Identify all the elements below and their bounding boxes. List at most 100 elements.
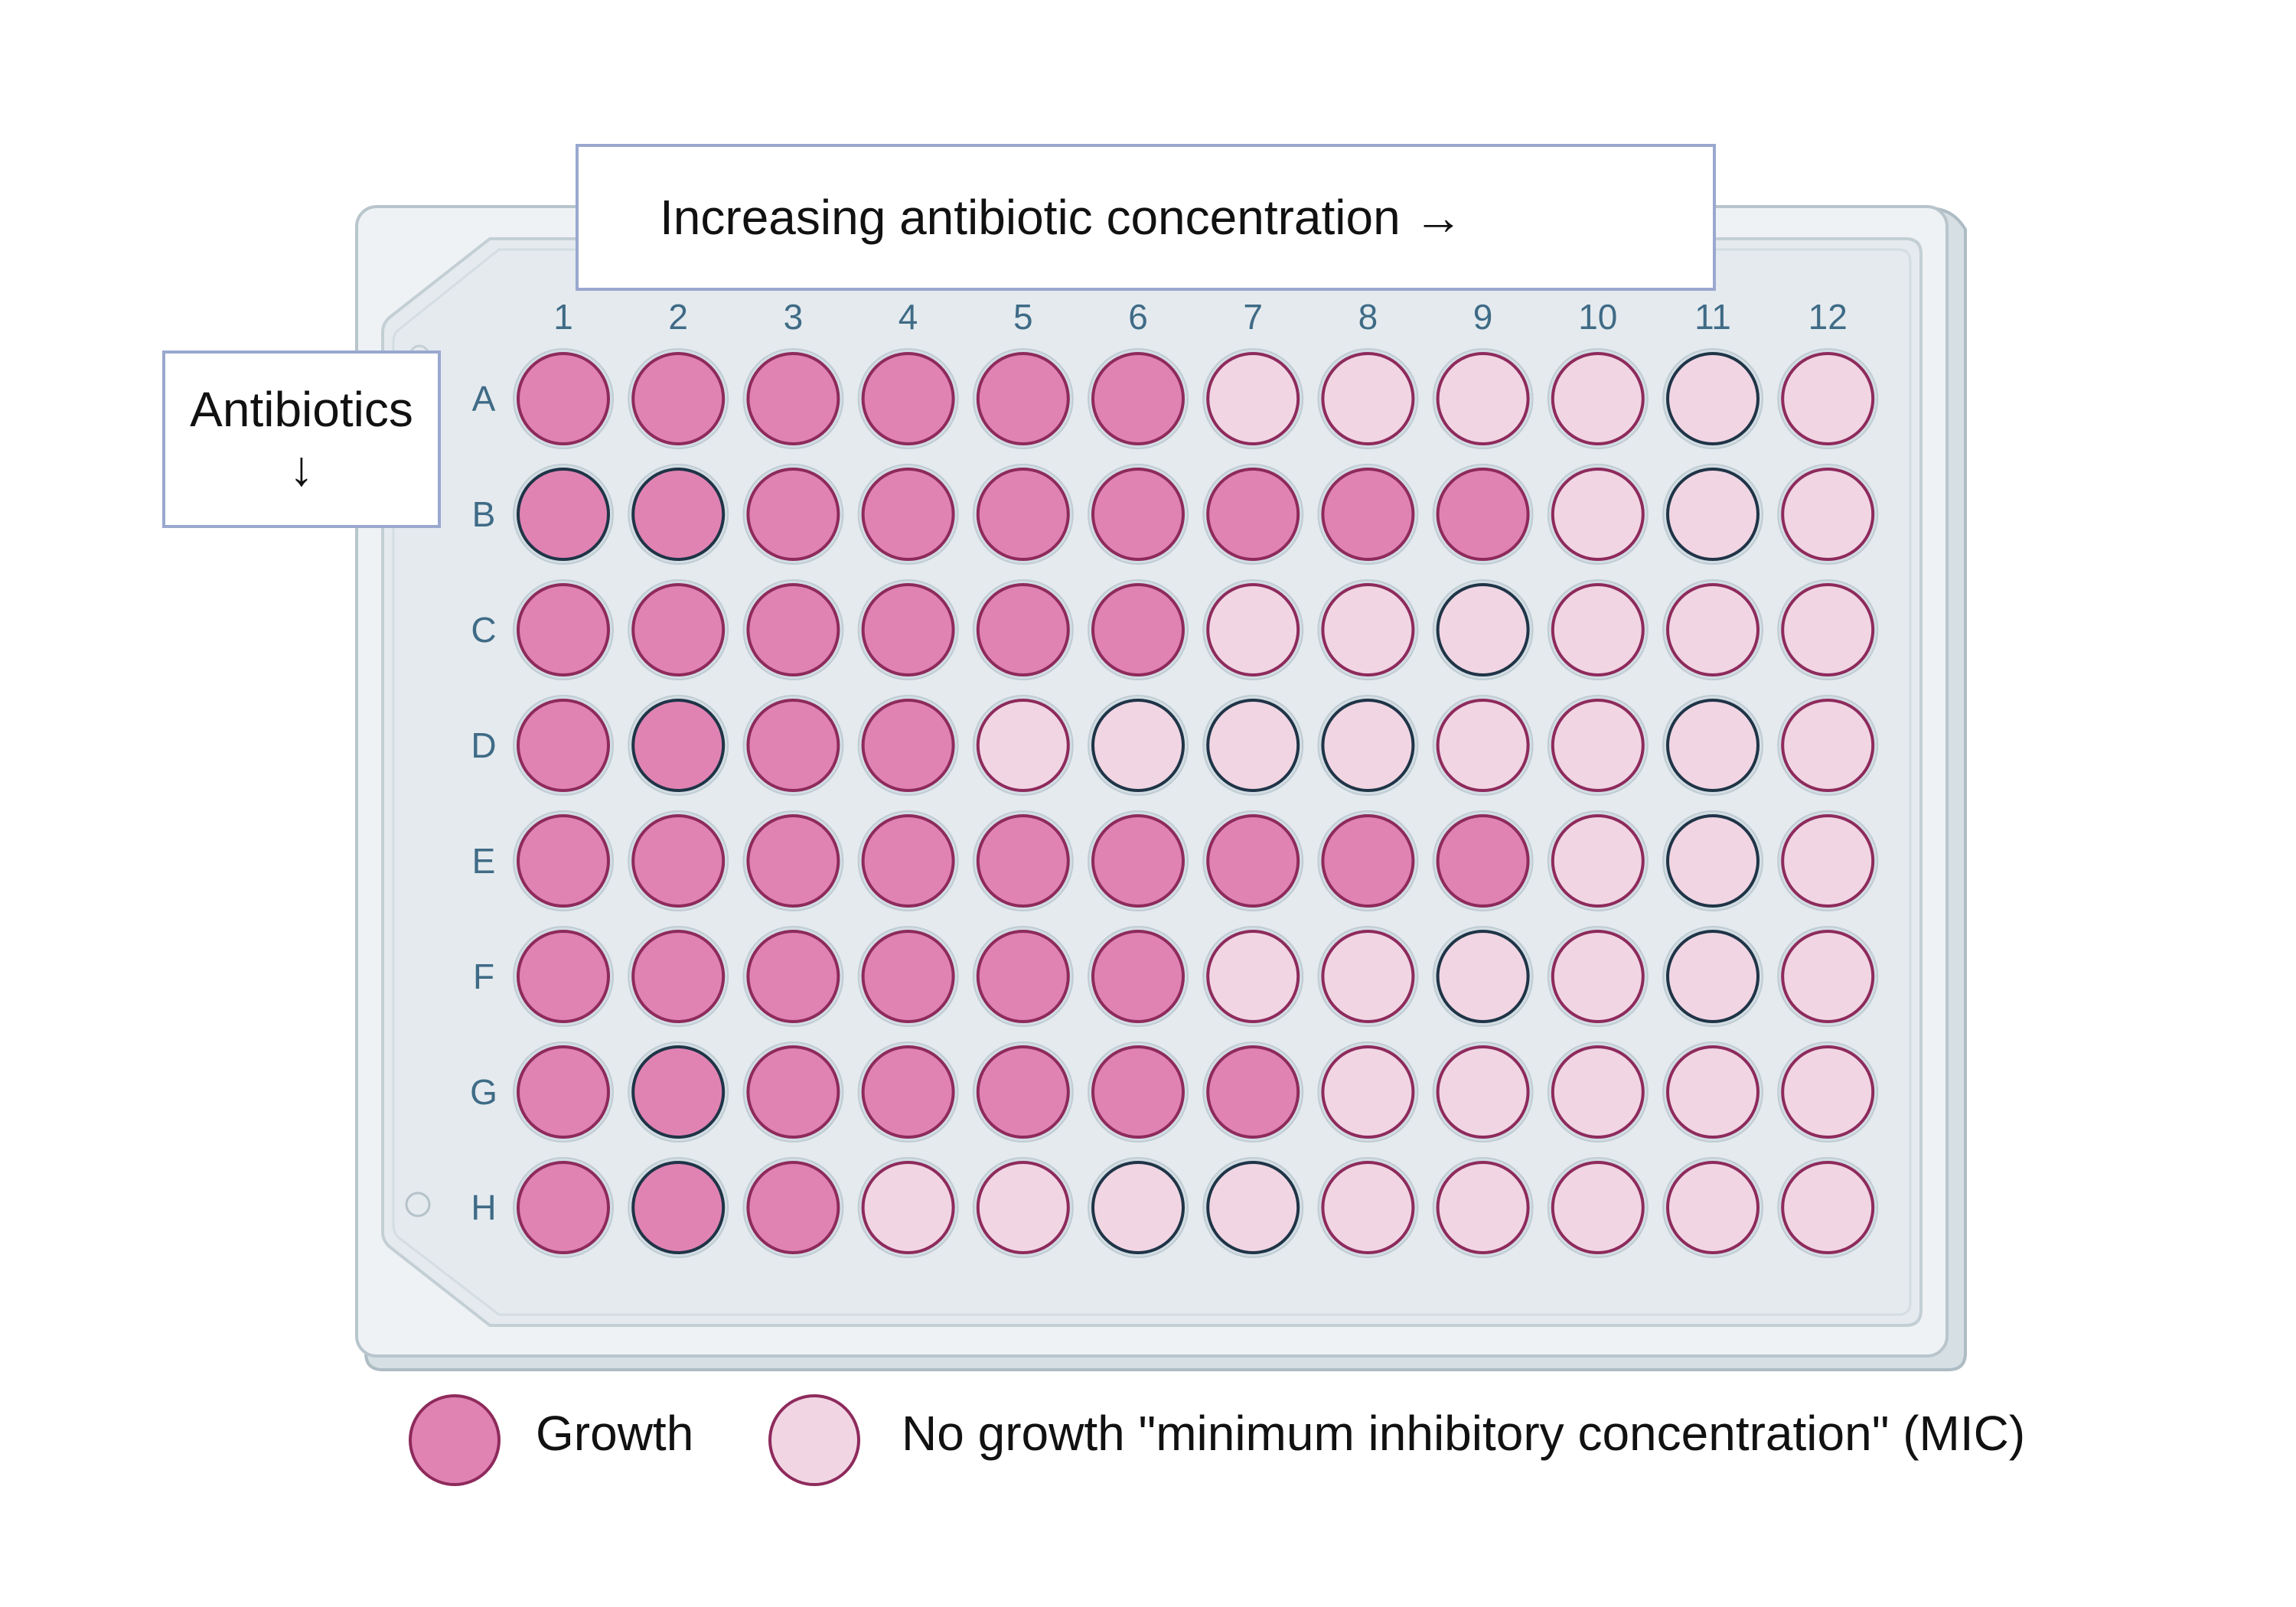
down-arrow-icon: ↓ bbox=[289, 441, 314, 496]
concentration-label-box: Increasing antibiotic concentration → bbox=[576, 144, 1716, 291]
plate-inner-rim bbox=[392, 248, 1912, 1316]
well-F11 bbox=[1666, 930, 1760, 1023]
well-D3 bbox=[746, 699, 840, 792]
row-header-A: A bbox=[472, 379, 496, 419]
well-G7 bbox=[1206, 1045, 1300, 1139]
well-E12 bbox=[1781, 814, 1875, 908]
legend-no-growth-swatch bbox=[768, 1394, 860, 1486]
legend-growth-circle bbox=[409, 1394, 501, 1486]
well-C5 bbox=[976, 583, 1070, 676]
well-A7 bbox=[1206, 352, 1300, 445]
well-E9 bbox=[1436, 814, 1530, 908]
well-E1 bbox=[517, 814, 610, 908]
well-C10 bbox=[1551, 583, 1645, 676]
well-A9 bbox=[1436, 352, 1530, 445]
well-H12 bbox=[1781, 1161, 1875, 1254]
well-A12 bbox=[1781, 352, 1875, 445]
legend-growth-swatch bbox=[409, 1394, 501, 1486]
well-D6 bbox=[1091, 699, 1185, 792]
antibiotics-label: Antibiotics bbox=[190, 382, 413, 438]
well-H2 bbox=[631, 1161, 726, 1254]
well-C4 bbox=[861, 583, 955, 676]
well-F4 bbox=[861, 930, 955, 1023]
well-B1 bbox=[517, 468, 610, 561]
well-D5 bbox=[976, 699, 1070, 792]
well-B6 bbox=[1091, 468, 1185, 561]
well-A3 bbox=[746, 352, 840, 445]
well-A1 bbox=[517, 352, 610, 445]
well-F5 bbox=[976, 930, 1070, 1023]
column-header-3: 3 bbox=[784, 297, 804, 337]
well-A6 bbox=[1091, 352, 1185, 445]
well-E6 bbox=[1091, 814, 1185, 908]
well-C2 bbox=[631, 583, 726, 676]
well-G1 bbox=[517, 1045, 610, 1139]
well-G2 bbox=[631, 1045, 726, 1139]
well-D12 bbox=[1781, 699, 1875, 792]
row-header-B: B bbox=[472, 494, 496, 534]
well-C8 bbox=[1321, 583, 1415, 676]
legend-no-growth-label: No growth "minimum inhibitory concentrat… bbox=[902, 1406, 2026, 1461]
well-B2 bbox=[631, 468, 726, 561]
well-D1 bbox=[517, 699, 610, 792]
well-F8 bbox=[1321, 930, 1415, 1023]
well-G3 bbox=[746, 1045, 840, 1139]
well-D11 bbox=[1666, 699, 1760, 792]
well-B11 bbox=[1666, 468, 1760, 561]
well-C9 bbox=[1436, 583, 1530, 676]
well-E10 bbox=[1551, 814, 1645, 908]
well-F1 bbox=[517, 930, 610, 1023]
well-B8 bbox=[1321, 468, 1415, 561]
antibiotics-label-box: Antibiotics ↓ bbox=[162, 350, 441, 528]
well-F10 bbox=[1551, 930, 1645, 1023]
well-B9 bbox=[1436, 468, 1530, 561]
well-B10 bbox=[1551, 468, 1645, 561]
well-E3 bbox=[746, 814, 840, 908]
well-B5 bbox=[976, 468, 1070, 561]
concentration-label: Increasing antibiotic concentration → bbox=[660, 190, 1463, 245]
well-C6 bbox=[1091, 583, 1185, 676]
row-header-G: G bbox=[470, 1072, 497, 1112]
wells-grid bbox=[513, 348, 1879, 1258]
well-H8 bbox=[1321, 1161, 1415, 1254]
well-B4 bbox=[861, 468, 955, 561]
well-A5 bbox=[976, 352, 1070, 445]
well-H5 bbox=[976, 1161, 1070, 1254]
well-F6 bbox=[1091, 930, 1185, 1023]
well-E5 bbox=[976, 814, 1070, 908]
well-F12 bbox=[1781, 930, 1875, 1023]
column-header-12: 12 bbox=[1808, 297, 1848, 337]
well-H3 bbox=[746, 1161, 840, 1254]
well-H1 bbox=[517, 1161, 610, 1254]
well-D10 bbox=[1551, 699, 1645, 792]
well-B12 bbox=[1781, 468, 1875, 561]
well-E2 bbox=[631, 814, 726, 908]
well-A4 bbox=[861, 352, 955, 445]
well-F3 bbox=[746, 930, 840, 1023]
well-D9 bbox=[1436, 699, 1530, 792]
well-F2 bbox=[631, 930, 726, 1023]
well-G5 bbox=[976, 1045, 1070, 1139]
well-H7 bbox=[1206, 1161, 1300, 1254]
plate-notch-marker-bottom bbox=[405, 1191, 431, 1217]
column-header-10: 10 bbox=[1578, 297, 1617, 337]
well-A11 bbox=[1666, 352, 1760, 445]
column-header-4: 4 bbox=[899, 297, 918, 337]
well-E7 bbox=[1206, 814, 1300, 908]
column-header-1: 1 bbox=[553, 297, 573, 337]
well-G4 bbox=[861, 1045, 955, 1139]
row-header-E: E bbox=[472, 841, 496, 881]
column-header-6: 6 bbox=[1128, 297, 1148, 337]
well-A8 bbox=[1321, 352, 1415, 445]
well-C3 bbox=[746, 583, 840, 676]
well-D4 bbox=[861, 699, 955, 792]
well-E8 bbox=[1321, 814, 1415, 908]
column-header-8: 8 bbox=[1358, 297, 1378, 337]
well-C12 bbox=[1781, 583, 1875, 676]
row-header-D: D bbox=[471, 725, 496, 765]
well-G12 bbox=[1781, 1045, 1875, 1139]
well-H6 bbox=[1091, 1161, 1185, 1254]
